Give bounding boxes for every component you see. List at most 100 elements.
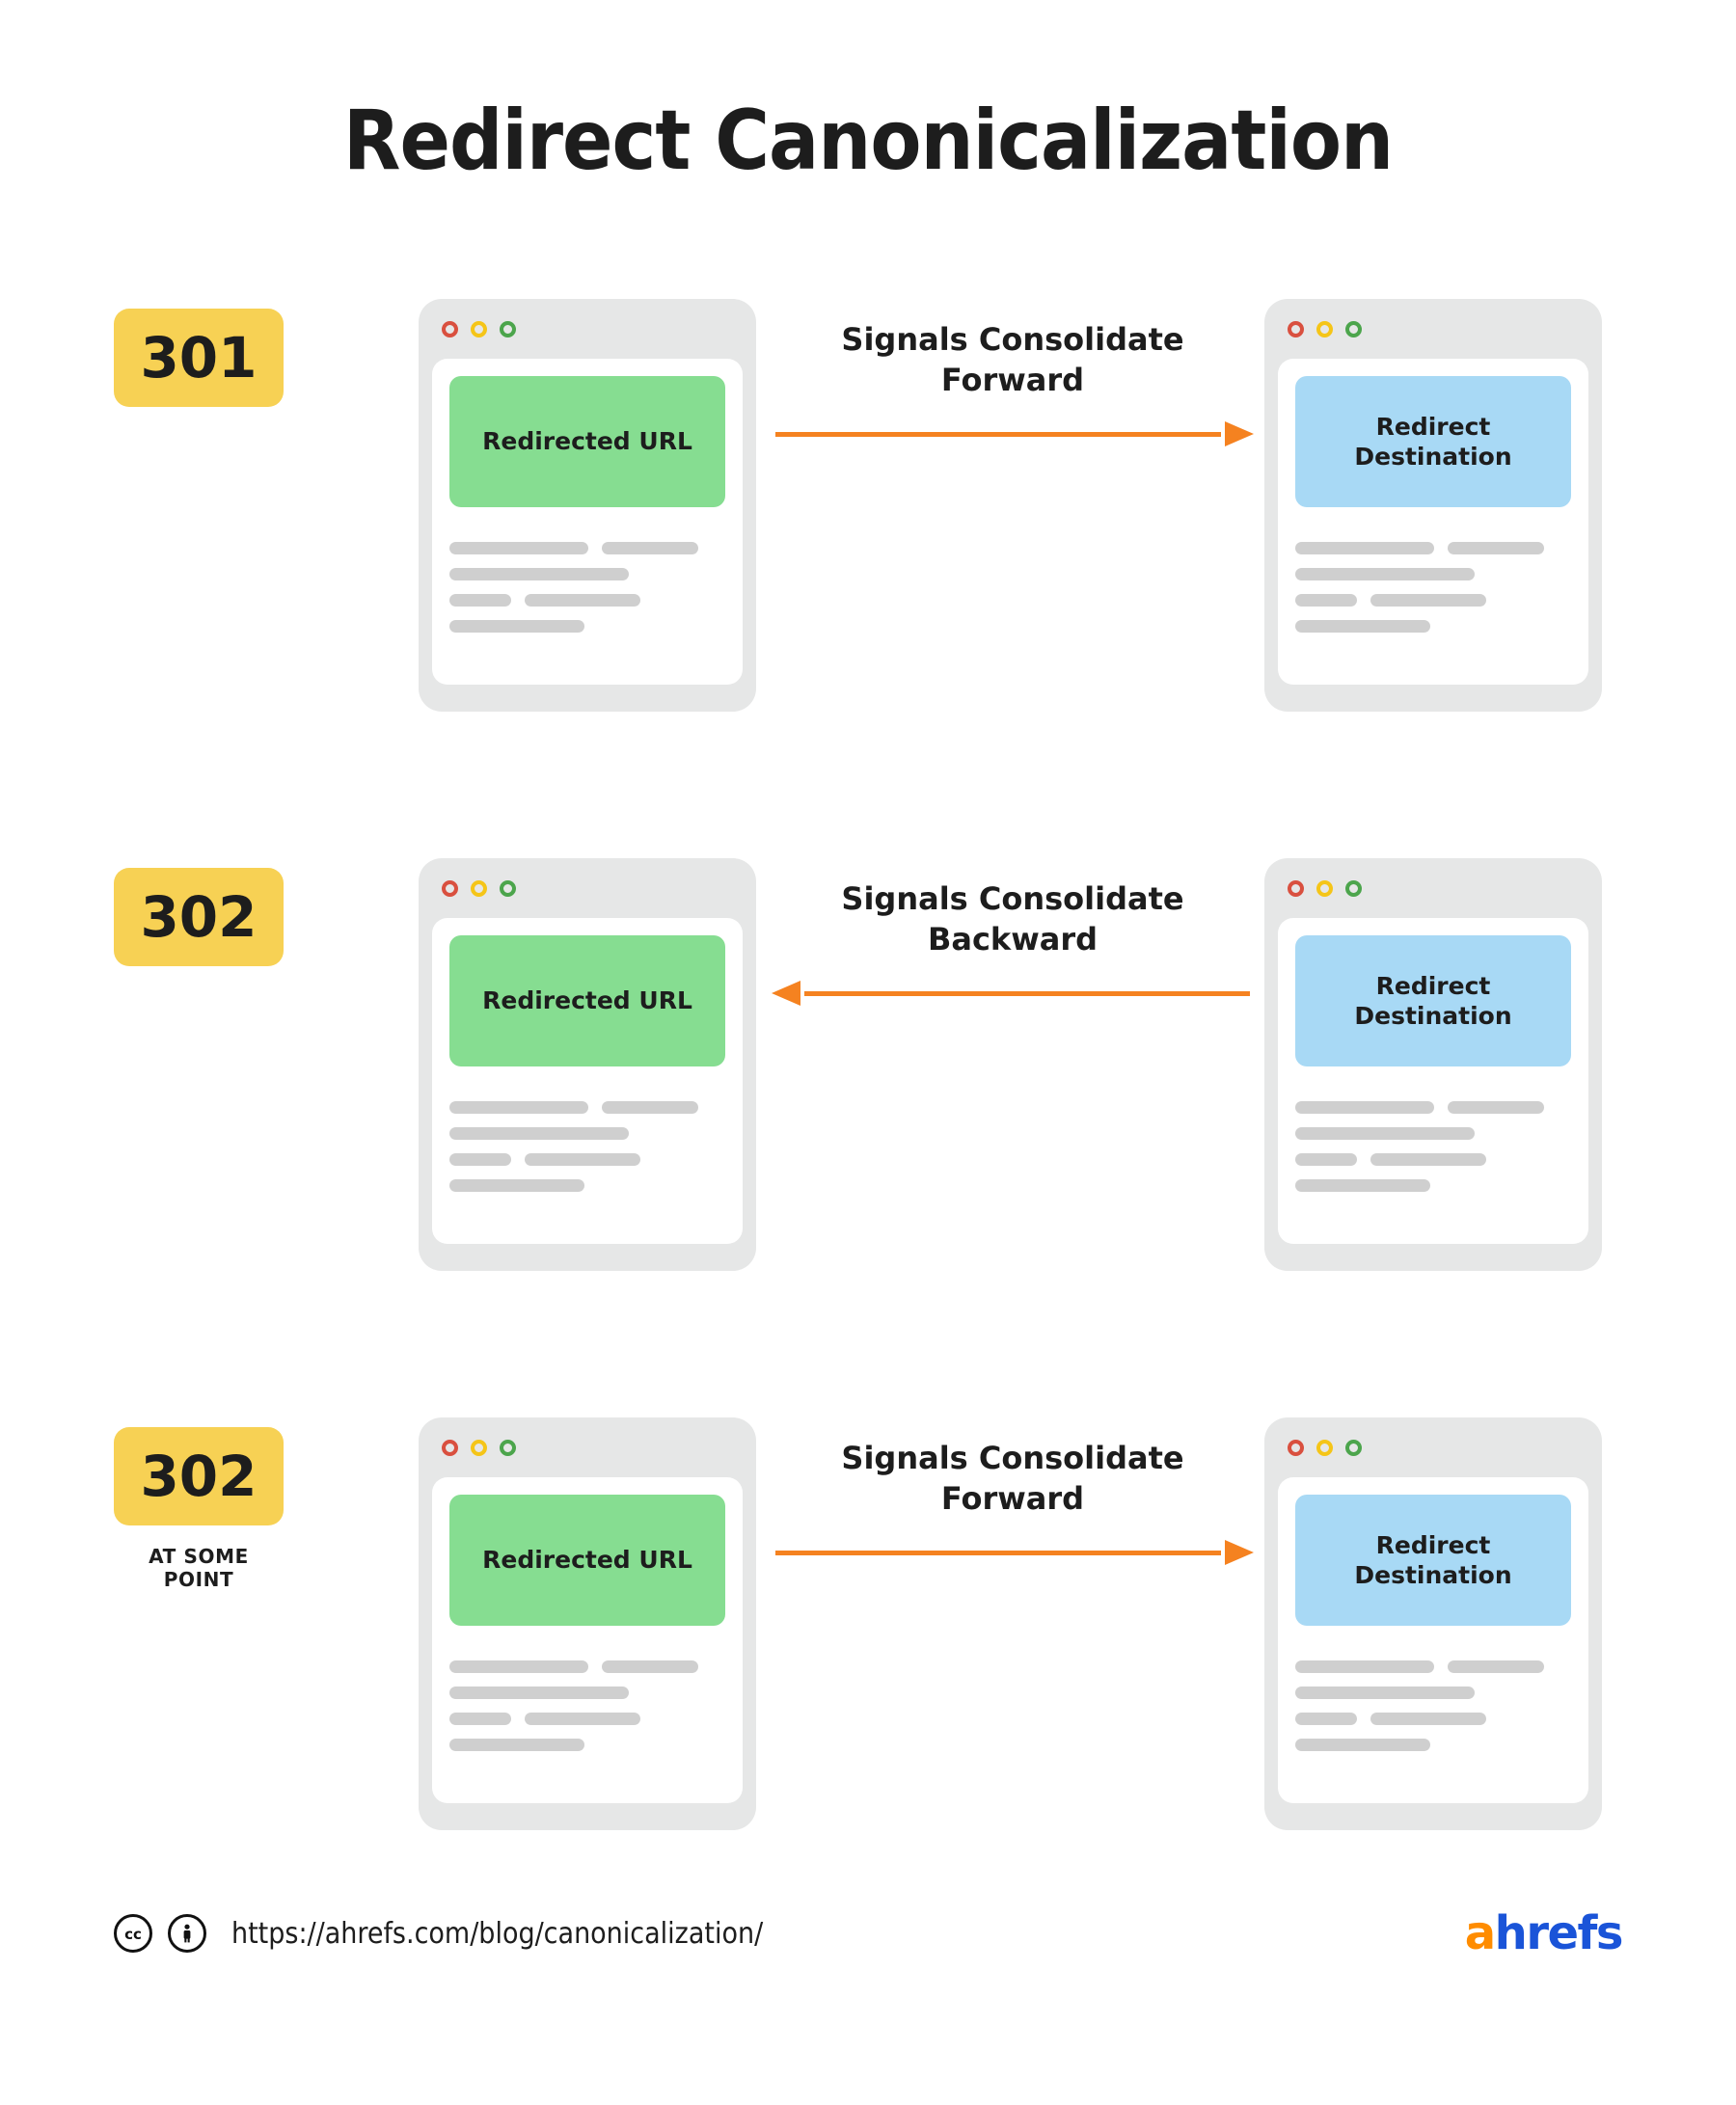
close-dot-icon: [1288, 320, 1304, 337]
placeholder-bar: [1295, 1660, 1434, 1673]
placeholder-bar: [1295, 620, 1430, 633]
placeholder-line: [449, 1713, 725, 1725]
placeholder-bar: [449, 1179, 584, 1192]
placeholder-bar: [1448, 1101, 1544, 1114]
placeholder-bar: [1448, 542, 1544, 554]
placeholder-line: [449, 1127, 725, 1140]
forward-arrow-icon: [772, 1540, 1254, 1566]
svg-text:cc: cc: [124, 1926, 142, 1943]
status-code-badge-wrap: 302 AT SOME POINT: [114, 1427, 284, 1591]
placeholder-bar: [449, 1739, 584, 1751]
close-dot-icon: [442, 1439, 458, 1456]
redirect-row-302-at-some-point: 302 AT SOME POINT Redirected URL Signals…: [0, 1417, 1736, 1842]
placeholder-line: [449, 568, 725, 580]
placeholder-bar: [1295, 1101, 1434, 1114]
placeholder-bar: [1295, 1153, 1357, 1166]
minimize-dot-icon: [471, 879, 487, 897]
placeholder-bar: [1295, 542, 1434, 554]
placeholder-line: [449, 542, 725, 554]
browser-titlebar: [419, 1417, 756, 1477]
placeholder-bar: [449, 542, 588, 554]
minimize-dot-icon: [471, 320, 487, 337]
browser-titlebar: [1264, 858, 1602, 918]
browser-titlebar: [419, 858, 756, 918]
footer: cc https://ahrefs.com/blog/canonicalizat…: [0, 1910, 1736, 2001]
placeholder-bar: [449, 620, 584, 633]
arrow-shaft: [775, 1551, 1221, 1556]
placeholder-bar: [1448, 1660, 1544, 1673]
maximize-dot-icon: [500, 879, 516, 897]
maximize-dot-icon: [1345, 1439, 1362, 1456]
signal-connector: Signals Consolidate Forward: [772, 1439, 1254, 1566]
source-page-block: Redirected URL: [449, 935, 725, 1066]
placeholder-text-lines: [1295, 1660, 1571, 1751]
placeholder-line: [1295, 1660, 1571, 1673]
placeholder-text-lines: [449, 542, 725, 633]
logo-text-hrefs: hrefs: [1494, 1906, 1624, 1960]
placeholder-line: [449, 1687, 725, 1699]
signal-connector: Signals Consolidate Forward: [772, 320, 1254, 447]
placeholder-line: [1295, 542, 1571, 554]
forward-arrow-icon: [772, 421, 1254, 447]
minimize-dot-icon: [1316, 879, 1333, 897]
browser-viewport: Redirected URL: [432, 359, 743, 685]
browser-viewport: Redirect Destination: [1278, 1477, 1588, 1803]
minimize-dot-icon: [1316, 1439, 1333, 1456]
placeholder-line: [449, 1739, 725, 1751]
placeholder-bar: [602, 542, 698, 554]
placeholder-line: [1295, 1687, 1571, 1699]
connector-label: Signals Consolidate Forward: [841, 321, 1184, 398]
status-code-badge-wrap: 301: [114, 309, 284, 426]
placeholder-line: [1295, 1153, 1571, 1166]
destination-page-block: Redirect Destination: [1295, 1495, 1571, 1626]
redirect-row-302-backward: 302 Redirected URL Signals Consolidate B…: [0, 858, 1736, 1282]
status-badge: 302: [114, 868, 284, 966]
placeholder-bar: [602, 1101, 698, 1114]
status-badge: 301: [114, 309, 284, 407]
placeholder-bar: [1295, 594, 1357, 607]
placeholder-bar: [449, 1127, 629, 1140]
browser-viewport: Redirected URL: [432, 918, 743, 1244]
signal-connector: Signals Consolidate Backward: [772, 879, 1254, 1007]
connector-label: Signals Consolidate Forward: [841, 1440, 1184, 1517]
arrow-head: [1225, 1540, 1254, 1566]
footer-license-and-url: cc https://ahrefs.com/blog/canonicalizat…: [114, 1914, 763, 1953]
destination-browser-window: Redirect Destination: [1264, 299, 1602, 712]
placeholder-line: [1295, 1127, 1571, 1140]
placeholder-bar: [1295, 1713, 1357, 1725]
placeholder-text-lines: [1295, 1101, 1571, 1192]
placeholder-line: [1295, 568, 1571, 580]
maximize-dot-icon: [500, 1439, 516, 1456]
placeholder-bar: [525, 1713, 640, 1725]
minimize-dot-icon: [1316, 320, 1333, 337]
browser-viewport: Redirect Destination: [1278, 359, 1588, 685]
arrow-head: [1225, 421, 1254, 447]
close-dot-icon: [1288, 1439, 1304, 1456]
browser-titlebar: [1264, 299, 1602, 359]
status-badge-note: AT SOME POINT: [149, 1545, 249, 1591]
arrow-head: [772, 981, 800, 1007]
placeholder-bar: [1295, 1739, 1430, 1751]
maximize-dot-icon: [1345, 879, 1362, 897]
creative-commons-by-icon: [168, 1914, 206, 1953]
placeholder-bar: [525, 1153, 640, 1166]
placeholder-bar: [525, 594, 640, 607]
creative-commons-icon: cc: [114, 1914, 152, 1953]
placeholder-line: [1295, 1101, 1571, 1114]
placeholder-bar: [449, 568, 629, 580]
placeholder-bar: [449, 1713, 511, 1725]
placeholder-line: [449, 1179, 725, 1192]
placeholder-bar: [1295, 568, 1475, 580]
browser-viewport: Redirected URL: [432, 1477, 743, 1803]
status-badge: 302: [114, 1427, 284, 1525]
placeholder-text-lines: [1295, 542, 1571, 633]
placeholder-line: [449, 1101, 725, 1114]
placeholder-bar: [449, 1687, 629, 1699]
destination-browser-window: Redirect Destination: [1264, 1417, 1602, 1830]
placeholder-bar: [1370, 1713, 1486, 1725]
browser-titlebar: [1264, 1417, 1602, 1477]
placeholder-line: [1295, 1179, 1571, 1192]
placeholder-text-lines: [449, 1660, 725, 1751]
placeholder-bar: [449, 594, 511, 607]
source-url[interactable]: https://ahrefs.com/blog/canonicalization…: [231, 1916, 764, 1951]
